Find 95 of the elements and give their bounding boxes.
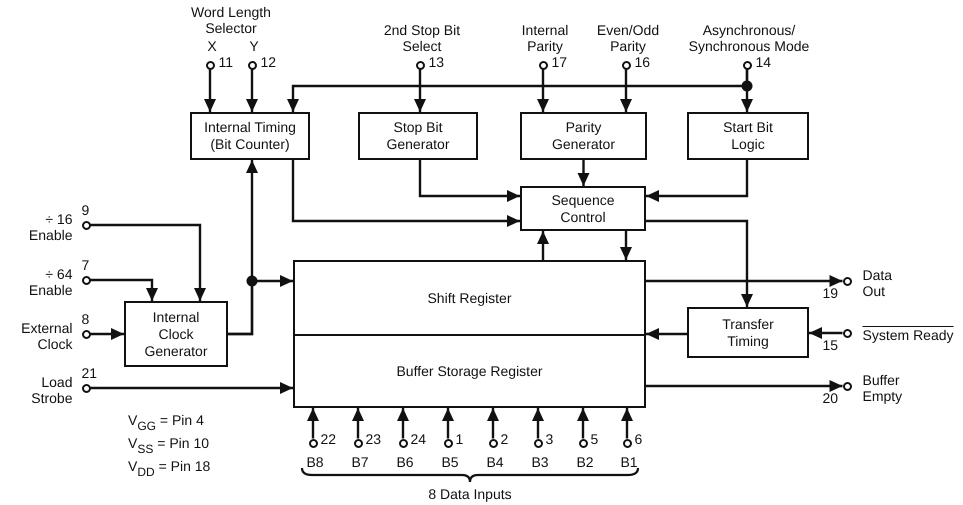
pin-number: 9: [82, 202, 90, 218]
pin-number: 17: [552, 54, 568, 70]
pin-number: 19: [822, 284, 838, 300]
signal-name: System Ready: [862, 327, 955, 343]
signal-arrow: [442, 408, 454, 438]
function-block: [124, 301, 228, 367]
supply-pin-note: V$_{GG}$ = Pin 4: [128, 412, 205, 434]
signal-name: Buffer Empty: [862, 372, 904, 404]
signal-arrow: [307, 408, 319, 438]
pin-number: 16: [634, 54, 650, 70]
pin-number: 13: [428, 54, 444, 70]
function-block: [293, 334, 646, 408]
signal-name: ÷ 16 Enable: [28, 211, 72, 243]
signal-name: B4: [485, 454, 505, 470]
signal-arrow: [537, 231, 549, 260]
signal-arrow: [620, 70, 632, 112]
signal-arrow: [646, 160, 748, 202]
signal-name: B2: [575, 454, 595, 470]
signal-arrow: [204, 70, 216, 112]
pin-number: 2: [500, 430, 508, 446]
pin-number: 8: [82, 310, 90, 326]
signal-name: B3: [530, 454, 550, 470]
signal-arrow: [620, 231, 632, 260]
signal-arrow: [90, 224, 206, 301]
signal-arrow: [292, 160, 520, 227]
signal-name: B1: [619, 454, 639, 470]
pin-number: 21: [82, 364, 98, 380]
block-label: Shift Register: [427, 290, 512, 306]
signal-arrow: [621, 408, 633, 438]
supply-pin-note: V$_{SS}$ = Pin 10: [128, 435, 210, 457]
pin-number: 3: [546, 430, 554, 446]
signal-name: X: [206, 38, 218, 54]
signal-arrow: [397, 408, 409, 438]
signal-arrow: [418, 160, 520, 202]
signal-arrow: [414, 70, 426, 112]
signal-arrow: [577, 408, 589, 438]
signal-arrow: [646, 275, 842, 287]
signal-arrow: [646, 328, 687, 340]
pin-number: 15: [822, 336, 838, 352]
signal-name: B7: [350, 454, 370, 470]
pin-number: 5: [590, 430, 598, 446]
block-label: Internal Timing (Bit Counter): [203, 119, 297, 153]
signal-name: ÷ 64 Enable: [28, 266, 72, 298]
signal-arrow: [228, 275, 293, 336]
signal-arrow: [90, 328, 124, 340]
function-block: [520, 186, 646, 231]
function-block: [358, 112, 478, 160]
block-label: Buffer Storage Register: [396, 362, 543, 380]
supply-pin-note: V$_{DD}$ = Pin 18: [128, 458, 212, 480]
block-label: Start Bit Logic: [722, 119, 774, 153]
signal-arrow: [487, 408, 499, 438]
signal-arrow: [578, 160, 590, 186]
signal-arrow: [90, 382, 293, 394]
pin-number: 20: [822, 390, 838, 406]
block-label: Sequence Control: [550, 192, 616, 226]
signal-name: B5: [440, 454, 460, 470]
signal-name: B6: [395, 454, 415, 470]
function-block: [687, 112, 809, 160]
signal-name: Even/Odd Parity: [596, 22, 660, 54]
function-block: [520, 112, 647, 160]
signal-arrow: [809, 327, 842, 339]
pin-number: 11: [218, 54, 234, 70]
pin-number: 22: [320, 430, 336, 446]
signal-arrow: [532, 408, 544, 438]
signal-name: Load Strobe: [30, 374, 72, 406]
group-label: 8 Data Inputs: [427, 486, 513, 502]
pin-number: 23: [366, 430, 382, 446]
signal-name: Data Out: [862, 267, 894, 299]
pin-number: 7: [82, 256, 90, 272]
signal-name: Y: [248, 38, 260, 54]
group-label: Word Length Selector: [190, 4, 272, 36]
signal-arrow: [646, 220, 753, 307]
signal-name: Internal Parity: [520, 22, 570, 54]
block-label: Transfer Timing: [721, 316, 775, 350]
signal-arrow: [352, 408, 364, 438]
function-block: [293, 260, 646, 336]
pin-number: 12: [260, 54, 276, 70]
signal-arrow: [90, 278, 158, 301]
pin-number: 6: [634, 430, 642, 446]
signal-arrow: [246, 70, 258, 112]
signal-name: 2nd Stop Bit Select: [382, 22, 462, 54]
signal-arrow: [646, 380, 842, 392]
pin-number: 1: [456, 430, 464, 446]
block-label: Internal Clock Generator: [143, 308, 209, 360]
pin-number: 24: [410, 430, 426, 446]
signal-name: B8: [305, 454, 325, 470]
function-block: [190, 112, 310, 160]
signal-arrow: [537, 70, 549, 112]
signal-name: External Clock: [20, 320, 72, 352]
block-label: Parity Generator: [550, 119, 616, 153]
function-block: [687, 307, 809, 358]
signal-arrow: [741, 70, 753, 112]
pin-number: 14: [756, 54, 772, 70]
signal-name: Asynchronous/ Synchronous Mode: [688, 22, 810, 54]
block-label: Stop Bit Generator: [385, 119, 451, 153]
